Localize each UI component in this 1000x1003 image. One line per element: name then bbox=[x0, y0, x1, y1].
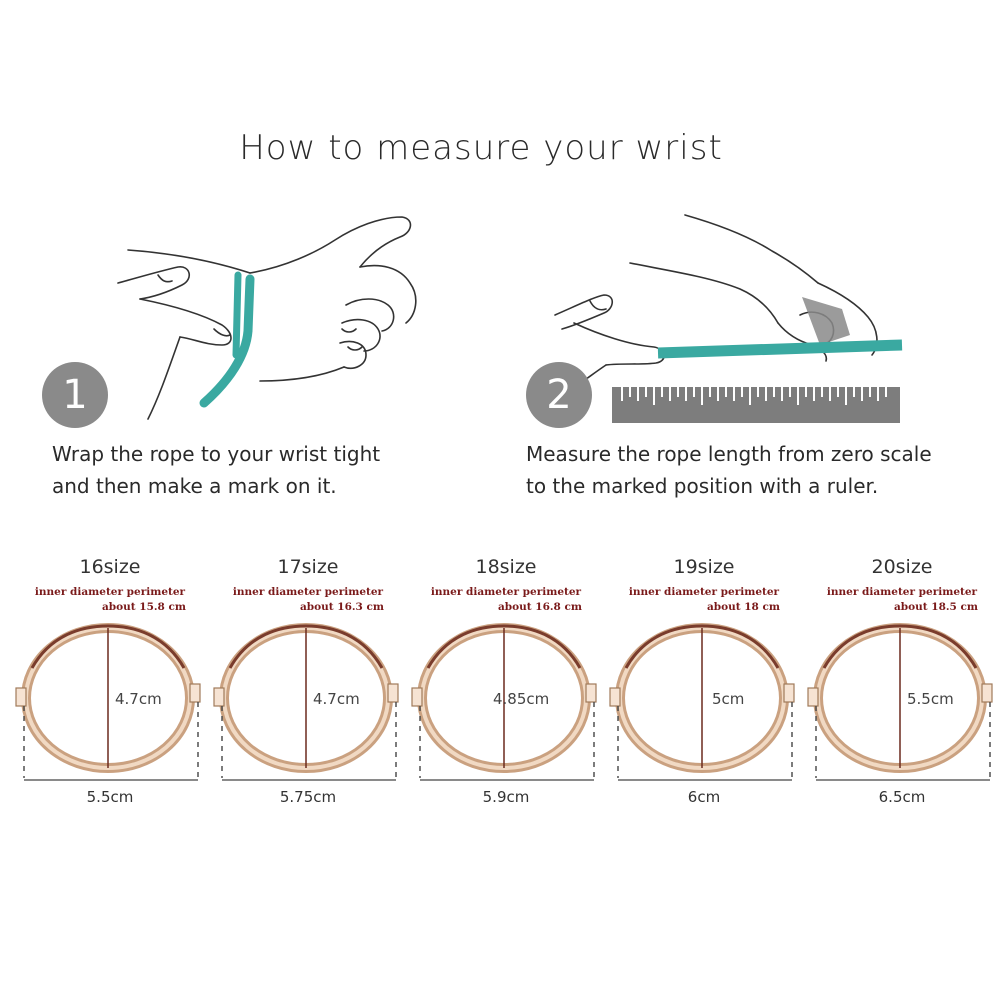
step-2-instructions: Measure the rope length from zero scale … bbox=[526, 438, 932, 502]
step-2-badge: 2 bbox=[526, 362, 592, 428]
bangle-width-label: 5.75cm bbox=[279, 788, 337, 806]
size-card: 18size inner diameter perimeter about 16… bbox=[406, 550, 606, 820]
step-1-instructions: Wrap the rope to your wrist tight and th… bbox=[52, 438, 380, 502]
size-name: 20size bbox=[871, 556, 933, 578]
inner-height-label: 4.85cm bbox=[493, 690, 550, 708]
inner-height-label: 4.7cm bbox=[313, 690, 360, 708]
step-1-badge: 1 bbox=[42, 362, 108, 428]
bangle-diagram bbox=[411, 623, 597, 781]
bangle-width-label: 6.5cm bbox=[878, 788, 926, 806]
size-name: 18size bbox=[475, 556, 537, 578]
bangle-width-label: 5.5cm bbox=[86, 788, 134, 806]
perimeter-value: about 18.5 cm bbox=[893, 601, 978, 613]
perimeter-value: about 16.8 cm bbox=[497, 601, 582, 613]
inner-height-label: 5.5cm bbox=[907, 690, 954, 708]
perimeter-value: about 15.8 cm bbox=[101, 601, 186, 613]
inner-height-label: 5cm bbox=[712, 690, 745, 708]
bangle-diagram bbox=[213, 623, 399, 781]
perimeter-label: inner diameter perimeter bbox=[628, 586, 780, 598]
inner-height-label: 4.7cm bbox=[115, 690, 162, 708]
size-name: 16size bbox=[79, 556, 141, 578]
step-1-line-2: and then make a mark on it. bbox=[52, 474, 337, 498]
size-name: 17size bbox=[277, 556, 339, 578]
step-2-line-1: Measure the rope length from zero scale bbox=[526, 442, 932, 466]
size-card: 16size inner diameter perimeter about 15… bbox=[10, 550, 210, 820]
page-title: How to measure your wrist bbox=[239, 128, 723, 168]
step-2-line-2: to the marked position with a ruler. bbox=[526, 474, 879, 498]
bangle-width-label: 6cm bbox=[687, 788, 721, 806]
size-card: 17size inner diameter perimeter about 16… bbox=[208, 550, 408, 820]
perimeter-label: inner diameter perimeter bbox=[34, 586, 186, 598]
bangle-diagram bbox=[609, 623, 795, 781]
perimeter-value: about 16.3 cm bbox=[299, 601, 384, 613]
perimeter-label: inner diameter perimeter bbox=[826, 586, 978, 598]
size-card: 20size inner diameter perimeter about 18… bbox=[802, 550, 1000, 820]
perimeter-label: inner diameter perimeter bbox=[430, 586, 582, 598]
bangle-width-label: 5.9cm bbox=[482, 788, 530, 806]
wrap-wrist-illustration bbox=[117, 216, 417, 420]
bangle-diagram bbox=[15, 623, 201, 781]
perimeter-label: inner diameter perimeter bbox=[232, 586, 384, 598]
bangle-diagram bbox=[807, 623, 993, 781]
ruler-measure-illustration bbox=[554, 214, 903, 423]
size-card: 19size inner diameter perimeter about 18… bbox=[604, 550, 804, 820]
perimeter-value: about 18 cm bbox=[706, 601, 780, 613]
size-name: 19size bbox=[673, 556, 735, 578]
step-1-line-1: Wrap the rope to your wrist tight bbox=[52, 442, 381, 466]
